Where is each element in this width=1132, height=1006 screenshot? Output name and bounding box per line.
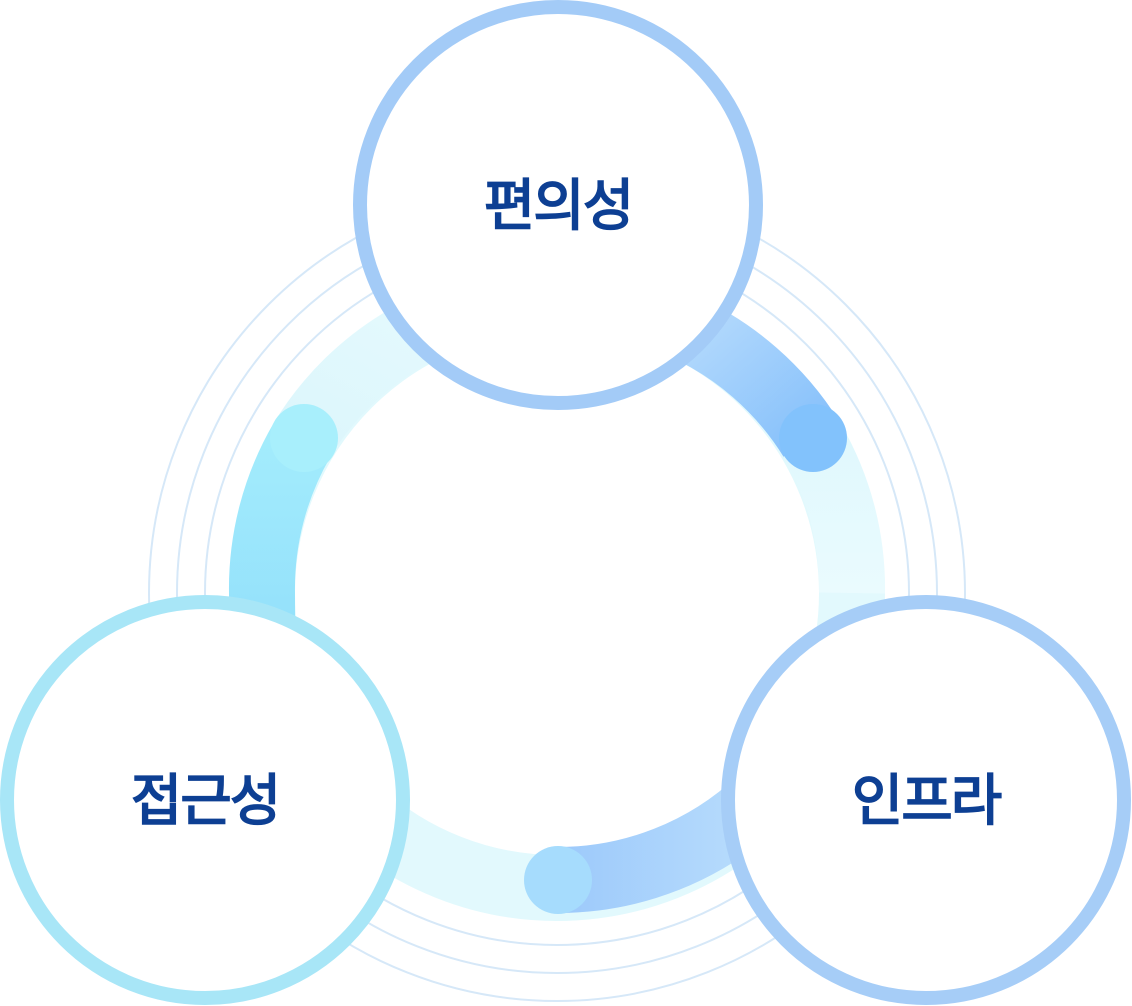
node-top-circle (353, 0, 763, 410)
ring-dot-bottom (524, 846, 592, 914)
node-right-circle (721, 595, 1131, 1005)
node-left: 접근성 (0, 595, 410, 1005)
node-right: 인프라 (721, 595, 1131, 1005)
node-left-circle (0, 595, 410, 1005)
node-top: 편의성 (353, 0, 763, 410)
node-top-label: 편의성 (484, 174, 633, 239)
ring-dot-left (270, 404, 338, 472)
ring-dot-right (779, 404, 847, 472)
node-left-label: 접근성 (131, 769, 280, 834)
node-right-label: 인프라 (852, 769, 1002, 834)
ring-dots (270, 404, 847, 914)
